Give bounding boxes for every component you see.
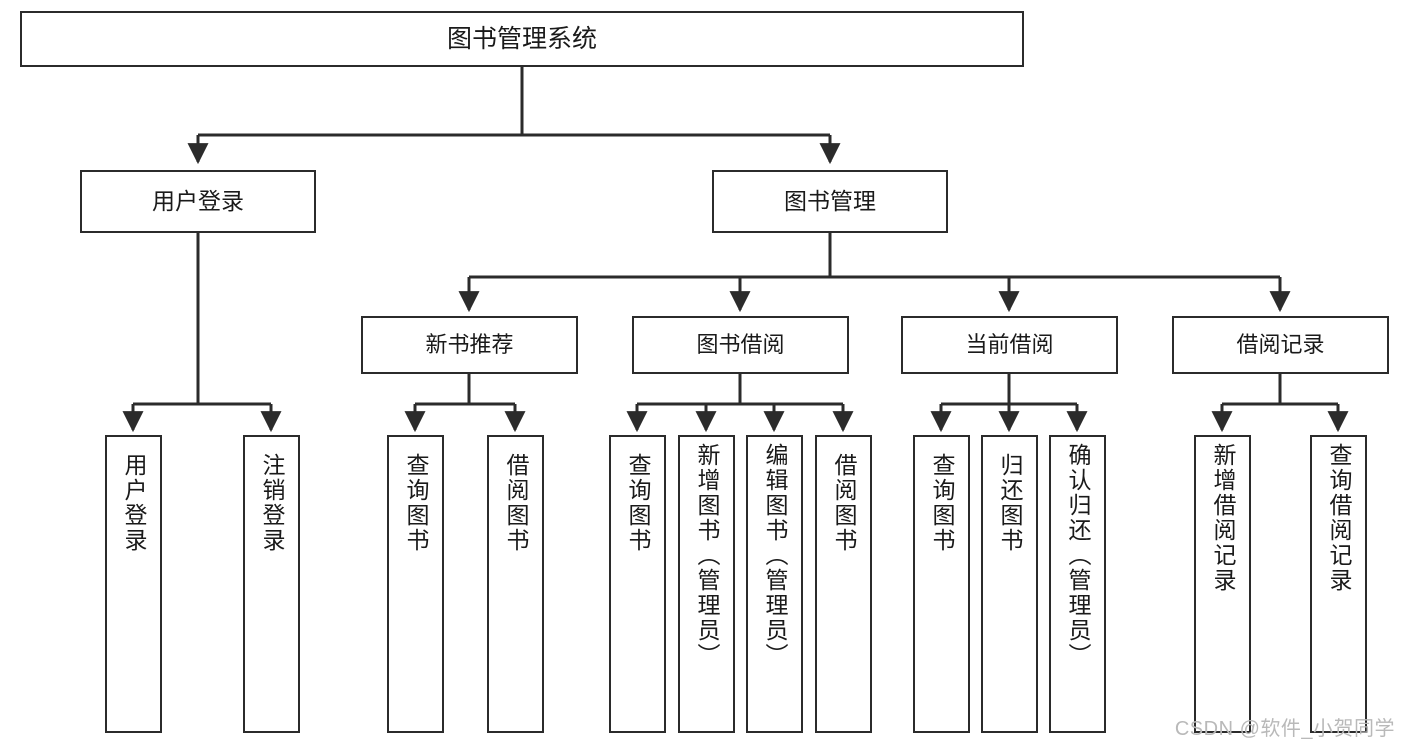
node-label: 查询图书 (625, 453, 651, 553)
node-label: 图书管理 (784, 188, 876, 215)
leaf-logout[interactable]: 注销登录 (243, 435, 300, 733)
node-book-borrow[interactable]: 图书借阅 (632, 316, 849, 374)
node-label: 用户登录 (121, 453, 147, 553)
node-label: 新增借阅记录 (1210, 443, 1236, 593)
leaf-edit-book-admin[interactable]: 编辑图书（管理员） (746, 435, 803, 733)
node-book-management-system[interactable]: 图书管理系统 (20, 11, 1024, 67)
leaf-query-books-recommend[interactable]: 查询图书 (387, 435, 444, 733)
leaf-user-login[interactable]: 用户登录 (105, 435, 162, 733)
node-label: 注销登录 (259, 453, 285, 553)
node-label: 查询图书 (929, 453, 955, 553)
node-label: 查询图书 (403, 453, 429, 553)
leaf-borrow-books-borrow[interactable]: 借阅图书 (815, 435, 872, 733)
leaf-query-books-borrow[interactable]: 查询图书 (609, 435, 666, 733)
node-label: 图书管理系统 (446, 24, 597, 53)
leaf-return-books[interactable]: 归还图书 (981, 435, 1038, 733)
leaf-query-books-current[interactable]: 查询图书 (913, 435, 970, 733)
node-label: 新书推荐 (425, 332, 514, 358)
leaf-add-book-admin[interactable]: 新增图书（管理员） (678, 435, 735, 733)
watermark: CSDN @软件_小贺同学 (1174, 718, 1395, 740)
node-label: 归还图书 (997, 453, 1023, 553)
node-label: 借阅图书 (831, 453, 857, 553)
node-label: 查询借阅记录 (1326, 443, 1352, 593)
leaf-query-borrow-record[interactable]: 查询借阅记录 (1310, 435, 1367, 733)
node-label: 借阅记录 (1236, 332, 1325, 358)
node-label: 确认归还（管理员） (1065, 443, 1091, 668)
node-label: 图书借阅 (696, 332, 785, 358)
node-label: 编辑图书（管理员） (762, 443, 788, 668)
node-label: 用户登录 (152, 188, 244, 215)
node-label: 借阅图书 (503, 453, 529, 553)
node-user-login[interactable]: 用户登录 (80, 170, 316, 233)
node-new-book-recommend[interactable]: 新书推荐 (361, 316, 578, 374)
leaf-confirm-return-admin[interactable]: 确认归还（管理员） (1049, 435, 1106, 733)
node-book-management[interactable]: 图书管理 (712, 170, 948, 233)
node-label: 新增图书（管理员） (694, 443, 720, 668)
leaf-borrow-books-recommend[interactable]: 借阅图书 (487, 435, 544, 733)
node-current-borrow[interactable]: 当前借阅 (901, 316, 1118, 374)
node-borrow-records[interactable]: 借阅记录 (1172, 316, 1389, 374)
node-label: 当前借阅 (965, 332, 1054, 358)
leaf-add-borrow-record[interactable]: 新增借阅记录 (1194, 435, 1251, 733)
